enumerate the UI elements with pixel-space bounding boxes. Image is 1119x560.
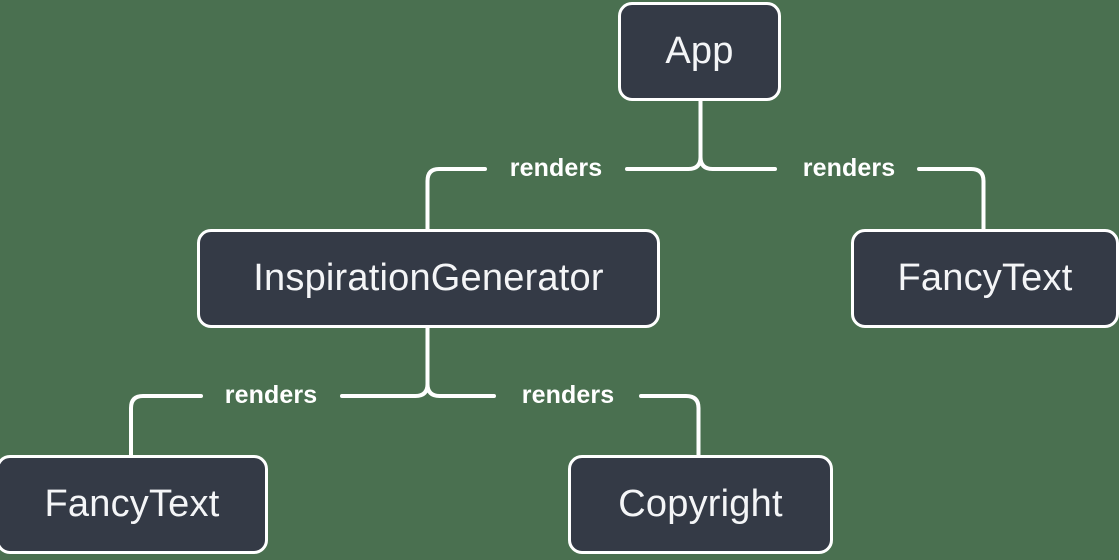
node-fancytext-right-label: FancyText (897, 257, 1073, 299)
node-fancytext-right[interactable]: FancyText (851, 229, 1119, 328)
edge-app-fork-right (698, 155, 777, 171)
edge-inspiration-generator-fork-right (425, 382, 496, 398)
edge-label-inspiration-generator-to-fancytext-bottom: renders (224, 381, 318, 409)
edge-app-to-inspiration-generator (425, 167, 487, 231)
node-inspiration-generator[interactable]: InspirationGenerator (197, 229, 660, 328)
edge-inspiration-generator-to-fancytext-bottom (129, 394, 203, 457)
node-app-label: App (665, 30, 734, 72)
edge-inspiration-generator-fork-left (340, 382, 430, 398)
node-fancytext-bottom-label: FancyText (44, 483, 220, 525)
edge-inspiration-generator-to-copyright (639, 394, 701, 457)
node-inspiration-generator-label: InspirationGenerator (253, 257, 604, 299)
edge-app-fork-left (625, 155, 703, 171)
node-copyright-label: Copyright (618, 483, 783, 525)
edge-label-inspiration-generator-to-copyright: renders (521, 381, 615, 409)
node-app[interactable]: App (618, 2, 781, 101)
edge-label-app-to-fancytext-right: renders (802, 154, 896, 182)
edge-app-to-fancytext-right (917, 167, 986, 231)
edge-label-app-to-inspiration-generator: renders (509, 154, 603, 182)
node-copyright[interactable]: Copyright (568, 455, 833, 554)
node-fancytext-bottom[interactable]: FancyText (0, 455, 268, 554)
